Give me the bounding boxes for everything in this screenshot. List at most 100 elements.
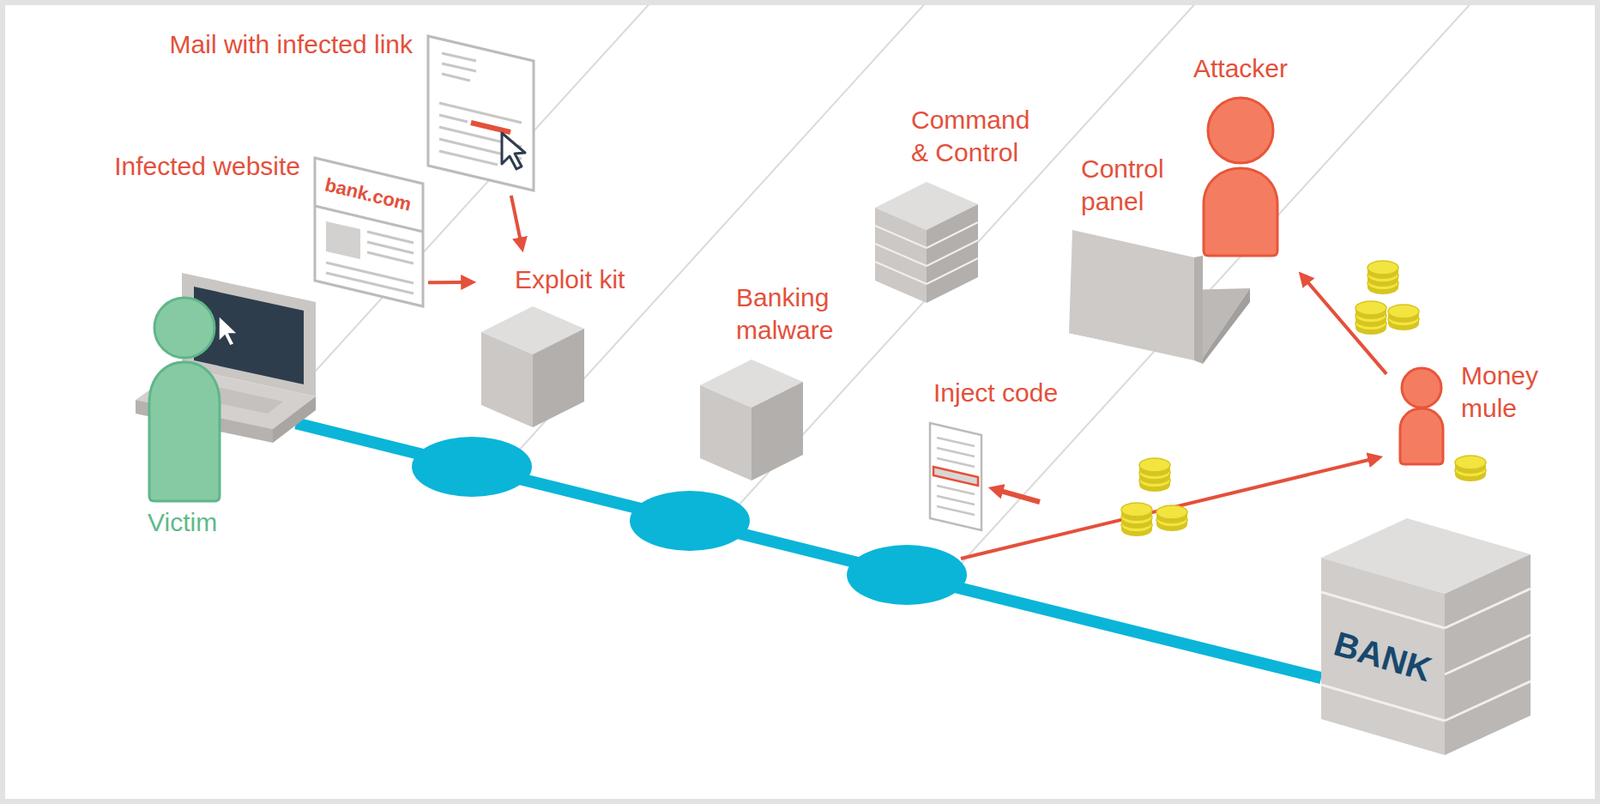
network-hop <box>411 436 967 605</box>
node-label: Banking malware <box>736 281 834 347</box>
inject-document <box>936 495 975 505</box>
bank-server <box>1444 588 1531 628</box>
exploit-kit-node: Exploit kit <box>481 257 636 427</box>
inject-document <box>936 437 975 447</box>
cc-server <box>875 207 927 303</box>
url-text: bank.com <box>322 173 414 216</box>
malware-cube <box>751 381 804 481</box>
website-document <box>326 272 414 294</box>
mail-document <box>501 132 526 170</box>
website-document <box>326 231 414 294</box>
node-label: Infected website <box>114 150 301 183</box>
node-label: Exploit kit <box>514 263 625 296</box>
inject-document <box>936 458 975 467</box>
coin-stack <box>1139 458 1171 477</box>
bank-server <box>1321 588 1531 721</box>
cc-server <box>926 258 979 284</box>
website-document <box>314 157 423 307</box>
network-hop <box>629 490 750 551</box>
connector <box>1307 282 1387 375</box>
inject-document <box>933 466 979 486</box>
coin-stack <box>1355 260 1419 335</box>
website-node: Infected websitebank.com <box>314 157 423 307</box>
node-label: Money mule <box>1461 359 1539 425</box>
website-document <box>367 252 414 264</box>
bank-server <box>1444 634 1531 675</box>
cc-server <box>875 181 979 303</box>
inject-document <box>929 422 982 531</box>
cc-server <box>875 225 927 248</box>
victim-node: Victim <box>128 270 296 541</box>
malware-cube <box>700 385 752 481</box>
malware-node: Banking malware <box>700 281 838 480</box>
attacker-figure <box>1207 97 1274 164</box>
website-document <box>367 231 414 243</box>
coin-stack <box>1367 260 1399 279</box>
guide-line <box>273 0 653 417</box>
control-laptop <box>1194 255 1203 364</box>
coin-stack <box>1455 455 1486 474</box>
cc-server-node: Command & Control <box>875 103 1043 303</box>
malware-cube <box>700 359 804 481</box>
inject-document <box>929 422 982 531</box>
bank-server <box>1444 681 1531 721</box>
exploit-kit-cube <box>532 328 585 428</box>
inject-code-node: Inject code <box>929 376 1059 531</box>
victim-laptop <box>272 396 316 443</box>
control-panel-node: Control panel <box>1068 152 1250 363</box>
attacker-node: Attacker <box>1193 51 1290 258</box>
coin-stack <box>1121 458 1188 537</box>
cc-server <box>875 222 979 284</box>
cc-server <box>875 261 927 284</box>
node-label: Attacker <box>1193 52 1288 85</box>
connector <box>428 280 463 284</box>
mail-document <box>441 53 477 61</box>
victim-figure <box>149 362 220 502</box>
node-label: Control panel <box>1080 152 1165 218</box>
victim-figure <box>149 297 220 502</box>
coin-stack <box>1121 502 1153 521</box>
guide-line <box>943 0 1474 583</box>
bank-server <box>1321 591 1445 628</box>
mail-document <box>470 122 511 133</box>
inject-document <box>936 506 975 515</box>
node-label: Victim <box>147 506 218 539</box>
website-document <box>326 262 414 284</box>
inject-document <box>936 485 975 495</box>
mule-figure <box>1400 408 1444 465</box>
mule-figure <box>1401 368 1442 408</box>
control-laptop <box>1201 288 1250 364</box>
connector <box>295 422 1322 678</box>
coin-stack <box>1388 304 1419 323</box>
attacker-figure <box>1203 168 1278 256</box>
network-hop <box>411 436 532 497</box>
website-document <box>326 221 361 260</box>
victim-figure <box>154 297 215 358</box>
bank-text: BANK <box>1329 624 1436 689</box>
mail-document <box>441 63 477 72</box>
guide-line <box>273 0 1474 583</box>
mail-document <box>428 36 534 191</box>
connector <box>511 195 521 240</box>
mail-document <box>441 73 471 81</box>
mail-document <box>439 102 522 123</box>
node-label: Mail with infected link <box>169 28 413 61</box>
mail-node: Mail with infected link <box>428 36 534 191</box>
exploit-kit-cube <box>481 332 533 428</box>
coin-stack <box>1355 301 1387 320</box>
bank-node: BANK <box>1321 514 1531 755</box>
website-document <box>367 241 414 254</box>
node-label: Command & Control <box>911 103 1040 170</box>
inject-arrow <box>1001 490 1040 502</box>
network-hop <box>846 544 967 605</box>
cc-server <box>926 204 979 303</box>
money-flow-arrow <box>960 459 1370 559</box>
bank-server <box>1321 684 1445 721</box>
bank-server <box>1321 518 1531 755</box>
coin-stack <box>1455 455 1486 482</box>
exploit-kit-cube <box>481 306 585 428</box>
